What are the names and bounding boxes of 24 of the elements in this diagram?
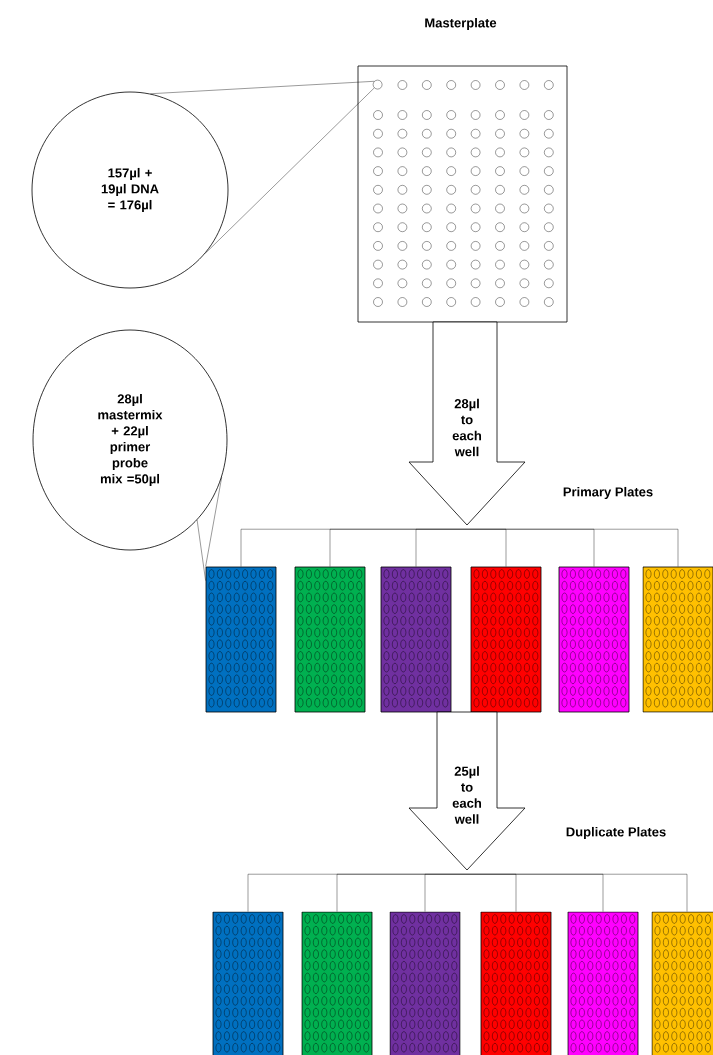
plate-drawing [380, 566, 452, 713]
plate-drawing [389, 911, 461, 1055]
connector-line [466, 874, 688, 912]
connector-line [415, 529, 468, 567]
plate-title: Masterplate [425, 17, 497, 31]
well [372, 79, 383, 90]
plate-drawing [558, 566, 630, 713]
connector-line [424, 874, 468, 912]
plate-drawing [301, 911, 373, 1055]
plate-drawing [470, 566, 542, 713]
plate-drawing [651, 911, 713, 1055]
leader-line [205, 476, 222, 567]
plate-drawing [212, 911, 284, 1055]
plate-drawing [294, 566, 366, 713]
plate-drawing [642, 566, 713, 713]
plate-drawing [480, 911, 552, 1055]
connector-line [466, 529, 679, 567]
plate-drawing [205, 566, 277, 713]
leader-line [205, 87, 375, 254]
group-label: Duplicate Plates [566, 826, 666, 840]
leader-line [150, 81, 375, 94]
plate-drawing [567, 911, 639, 1055]
leader-line [196, 519, 206, 581]
group-label: Primary Plates [563, 486, 653, 500]
